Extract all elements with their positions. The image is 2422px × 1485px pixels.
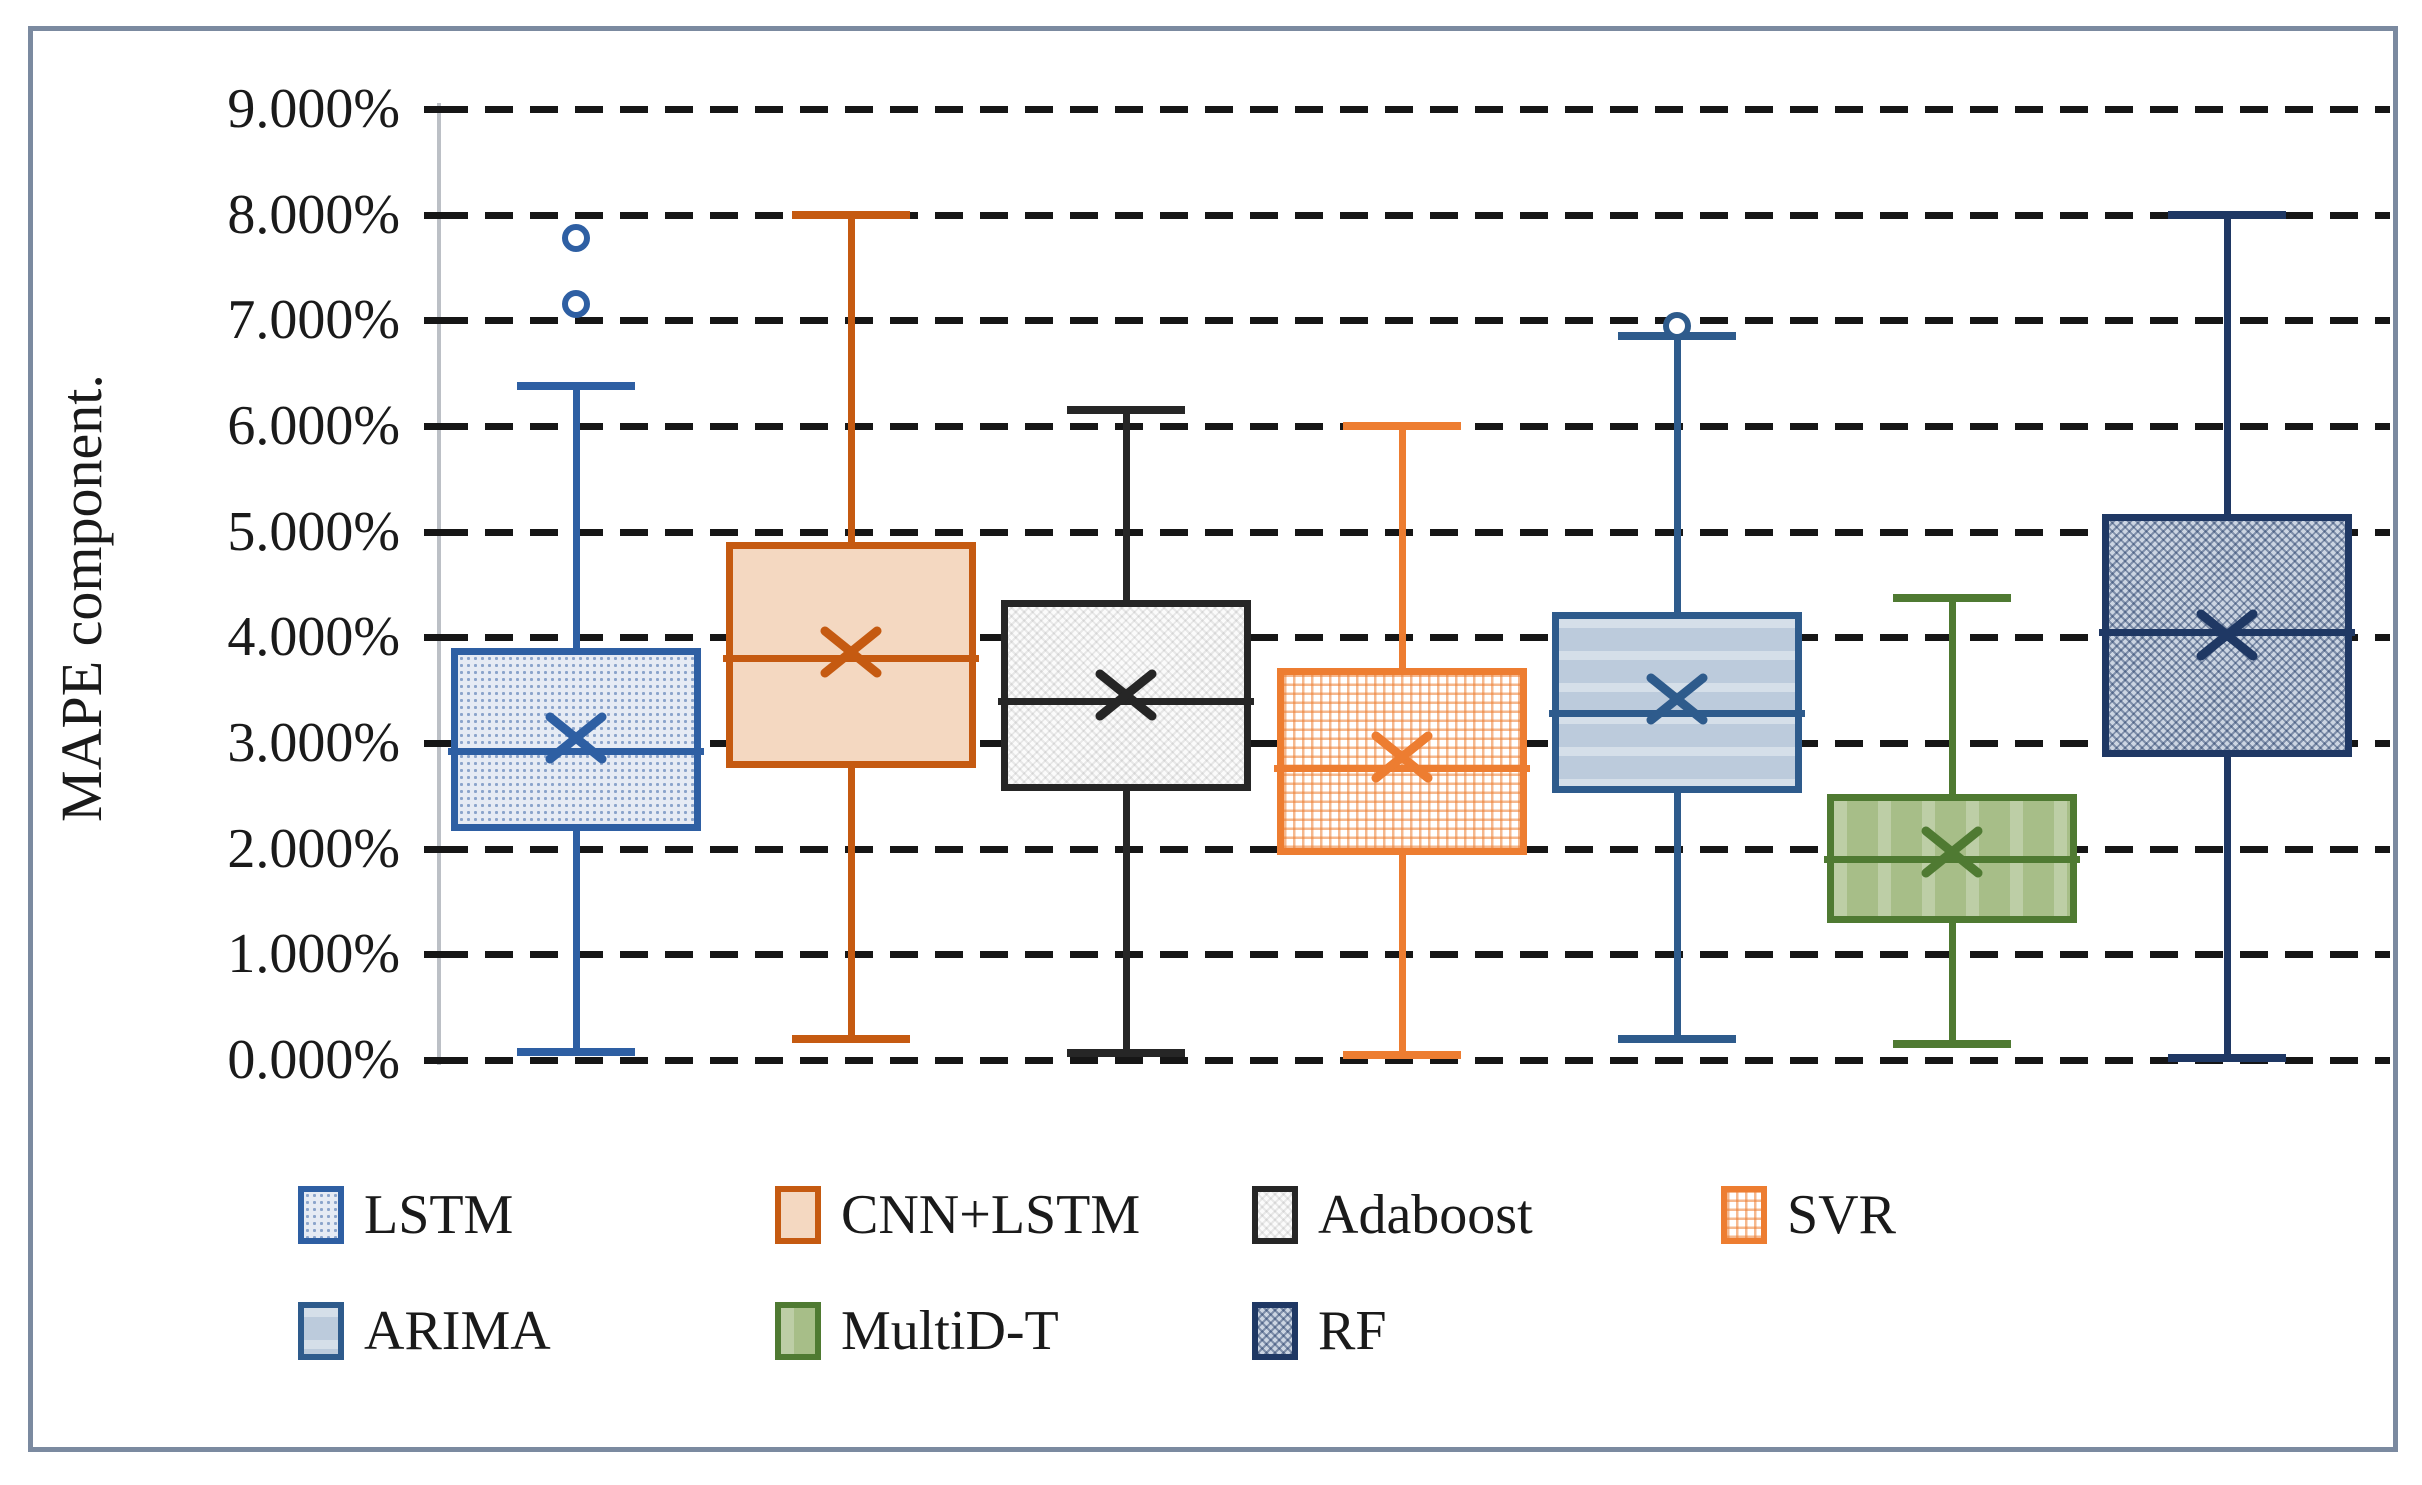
legend-item-LSTM: LSTM [298, 1186, 728, 1246]
whisker-cap-min [2168, 1053, 2286, 1062]
y-tick-label: 7.000% [227, 289, 400, 352]
legend-swatch-CNN+LSTM [775, 1186, 821, 1244]
y-tick-label: 3.000% [227, 712, 400, 774]
legend-label-ARIMA: ARIMA [364, 1300, 551, 1362]
median-line [723, 655, 979, 663]
whisker-cap-min [517, 1047, 635, 1056]
median-line [448, 748, 704, 756]
whisker-cap-min [1893, 1040, 2011, 1049]
legend-label-RF: RF [1318, 1300, 1387, 1362]
gridline [440, 211, 2390, 219]
legend-swatch-ARIMA [298, 1302, 344, 1360]
whisker-cap-max [1893, 594, 2011, 603]
whisker-cap-min [1618, 1034, 1736, 1043]
axis-tick [424, 211, 456, 219]
mean-x-marker [1369, 729, 1435, 785]
legend-label-MultiD-T: MultiD-T [841, 1300, 1059, 1362]
whisker-lower [1123, 790, 1130, 1053]
whisker-lower [573, 830, 580, 1052]
whisker-lower [1674, 792, 1681, 1039]
axis-tick [424, 740, 456, 747]
legend-item-ARIMA: ARIMA [298, 1302, 728, 1362]
y-tick-label: 1.000% [227, 923, 400, 986]
gridline [440, 951, 2390, 959]
legend-swatch-Adaboost [1252, 1186, 1298, 1244]
whisker-upper [573, 385, 580, 648]
whisker-lower [848, 768, 855, 1039]
outlier-point [1663, 311, 1691, 340]
whisker-cap-min [792, 1034, 910, 1043]
axis-tick [424, 317, 456, 325]
whisker-lower [2224, 756, 2231, 1058]
axis-tick [424, 106, 456, 113]
y-tick-label: 5.000% [227, 500, 400, 563]
gridline [440, 106, 2390, 113]
legend-swatch-MultiD-T [775, 1302, 821, 1360]
whisker-lower [1399, 855, 1406, 1055]
y-tick-label: 6.000% [227, 395, 400, 457]
axis-tick [424, 423, 456, 430]
mean-x-marker [1919, 824, 1985, 880]
axis-tick [424, 951, 456, 959]
gridline [440, 528, 2390, 536]
gridline [440, 317, 2390, 325]
whisker-cap-min [1067, 1048, 1185, 1057]
axis-tick [424, 634, 456, 642]
y-tick-label: 4.000% [227, 606, 400, 669]
whisker-upper [848, 214, 855, 543]
legend-swatch-LSTM [298, 1186, 344, 1244]
mean-x-marker [2194, 607, 2260, 663]
gridline [440, 634, 2390, 642]
legend-label-LSTM: LSTM [364, 1184, 514, 1246]
median-line [1549, 710, 1805, 718]
legend-item-RF: RF [1252, 1302, 1682, 1362]
legend-item-SVR: SVR [1721, 1186, 2151, 1246]
mean-x-marker [543, 710, 609, 766]
mean-x-marker [818, 624, 884, 680]
outlier-point [562, 290, 590, 319]
mean-x-marker [1093, 667, 1159, 723]
whisker-upper [1123, 410, 1130, 601]
legend-label-Adaboost: Adaboost [1318, 1184, 1533, 1246]
whisker-upper [1399, 426, 1406, 668]
y-tick-label: 2.000% [227, 817, 400, 880]
outlier-point [562, 223, 590, 252]
legend-swatch-RF [1252, 1302, 1298, 1360]
axis-tick [424, 1057, 456, 1064]
median-line [1274, 765, 1530, 773]
y-axis-line [437, 103, 441, 1065]
legend-label-CNN+LSTM: CNN+LSTM [841, 1184, 1141, 1246]
mean-x-marker [1644, 671, 1710, 727]
y-tick-label: 9.000% [227, 78, 400, 140]
median-line [1824, 856, 2080, 864]
whisker-cap-max [2168, 210, 2286, 219]
legend-label-SVR: SVR [1787, 1184, 1896, 1246]
whisker-cap-max [1067, 406, 1185, 415]
axis-tick [424, 845, 456, 853]
gridline [440, 1057, 2390, 1064]
whisker-cap-max [1343, 422, 1461, 430]
legend-swatch-SVR [1721, 1186, 1767, 1244]
legend-item-MultiD-T: MultiD-T [775, 1302, 1205, 1362]
legend-item-Adaboost: Adaboost [1252, 1186, 1682, 1246]
y-tick-label: 0.000% [227, 1029, 400, 1091]
whisker-upper [1949, 598, 1956, 794]
whisker-cap-max [517, 381, 635, 390]
whisker-upper [1674, 336, 1681, 612]
legend-item-CNN+LSTM: CNN+LSTM [775, 1186, 1205, 1246]
whisker-cap-max [792, 210, 910, 219]
y-tick-label: 8.000% [227, 183, 400, 246]
whisker-upper [2224, 214, 2231, 514]
axis-tick [424, 528, 456, 536]
whisker-cap-min [1343, 1050, 1461, 1059]
whisker-lower [1949, 922, 1956, 1045]
